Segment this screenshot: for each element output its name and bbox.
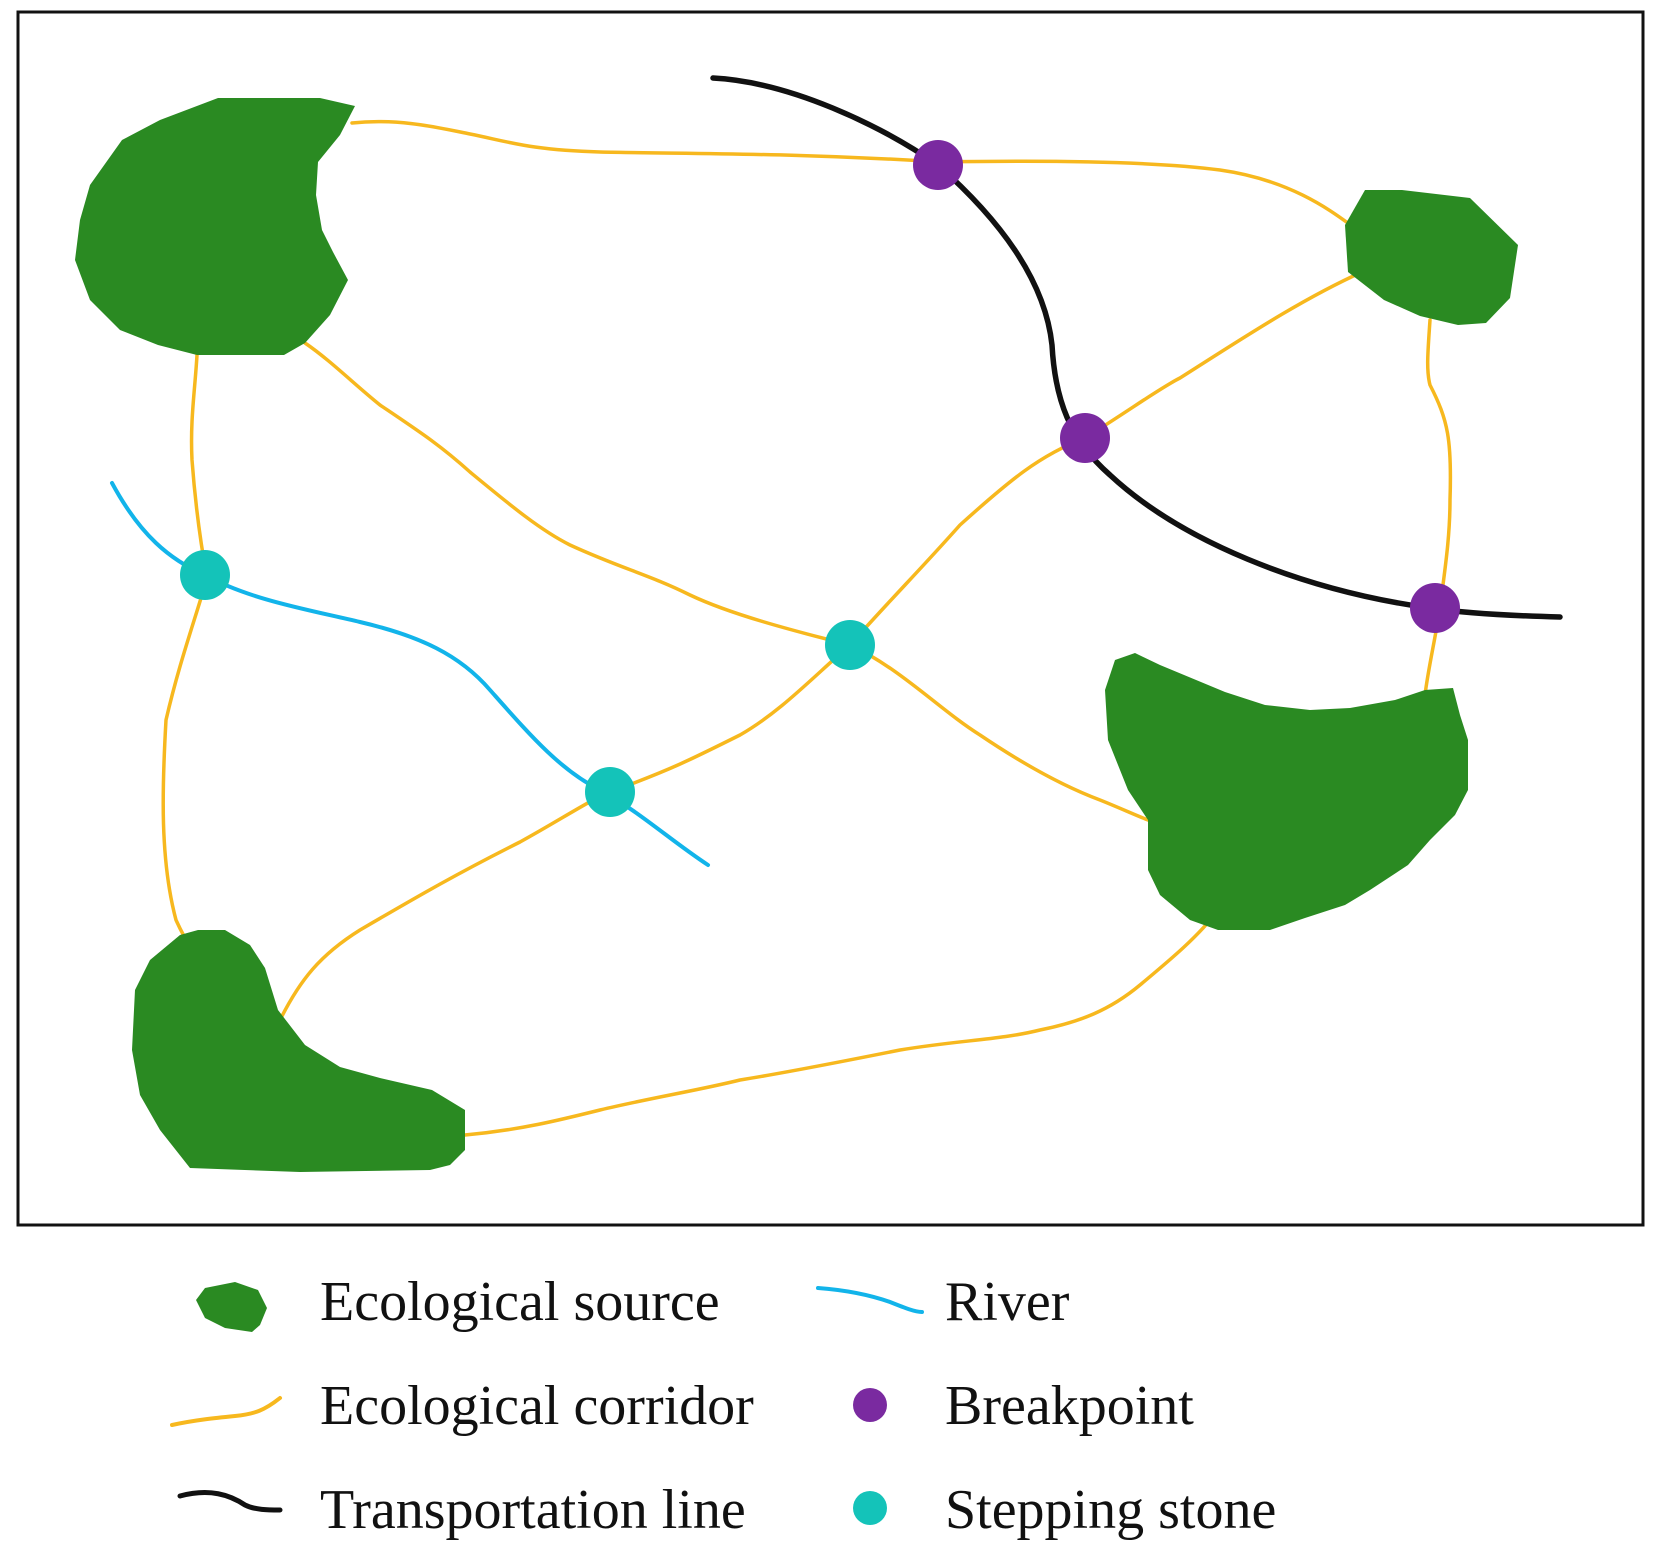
- teal-dot-icon: [853, 1491, 887, 1525]
- ecological-source-patch-ne: [1345, 190, 1518, 325]
- stepping-stone-marker: [825, 620, 875, 670]
- corridor-center-to-se: [848, 643, 1150, 822]
- blue-line-icon: [816, 1286, 924, 1314]
- breakpoints: [913, 140, 1460, 633]
- corridor-bottom: [463, 908, 1220, 1137]
- ecological-source-patch-nw: [75, 98, 355, 355]
- breakpoint-marker: [913, 140, 963, 190]
- legend-label-breakpoint: Breakpoint: [945, 1375, 1194, 1437]
- purple-dot-icon: [853, 1388, 887, 1422]
- breakpoint-marker: [1060, 413, 1110, 463]
- legend-label-ecological-source: Ecological source: [320, 1271, 720, 1333]
- ecological-source-patch-se: [1105, 653, 1468, 930]
- green-patch-icon: [196, 1282, 267, 1332]
- ecological-source-patch-sw: [132, 930, 465, 1172]
- legend-label-river: River: [945, 1271, 1070, 1333]
- stepping-stone-marker: [585, 767, 635, 817]
- corridor-east-vertical: [1423, 318, 1453, 697]
- black-line-icon: [177, 1490, 283, 1513]
- yellow-line-icon: [170, 1396, 282, 1427]
- legend-label-ecological-corridor: Ecological corridor: [320, 1375, 754, 1437]
- stepping-stone-marker: [180, 550, 230, 600]
- legend-label-transportation-line: Transportation line: [320, 1479, 746, 1541]
- stepping-stones: [180, 550, 875, 817]
- breakpoint-marker: [1410, 583, 1460, 633]
- legend: Ecological source Ecological corridor Tr…: [170, 1271, 1276, 1541]
- legend-label-stepping-stone: Stepping stone: [945, 1479, 1276, 1541]
- corridor-nw-to-center: [303, 341, 852, 647]
- corridor-top: [350, 119, 1354, 228]
- corridor-sw-to-center: [278, 643, 852, 1022]
- corridor-west-vertical: [161, 353, 209, 962]
- ecological-sources: [75, 98, 1518, 1172]
